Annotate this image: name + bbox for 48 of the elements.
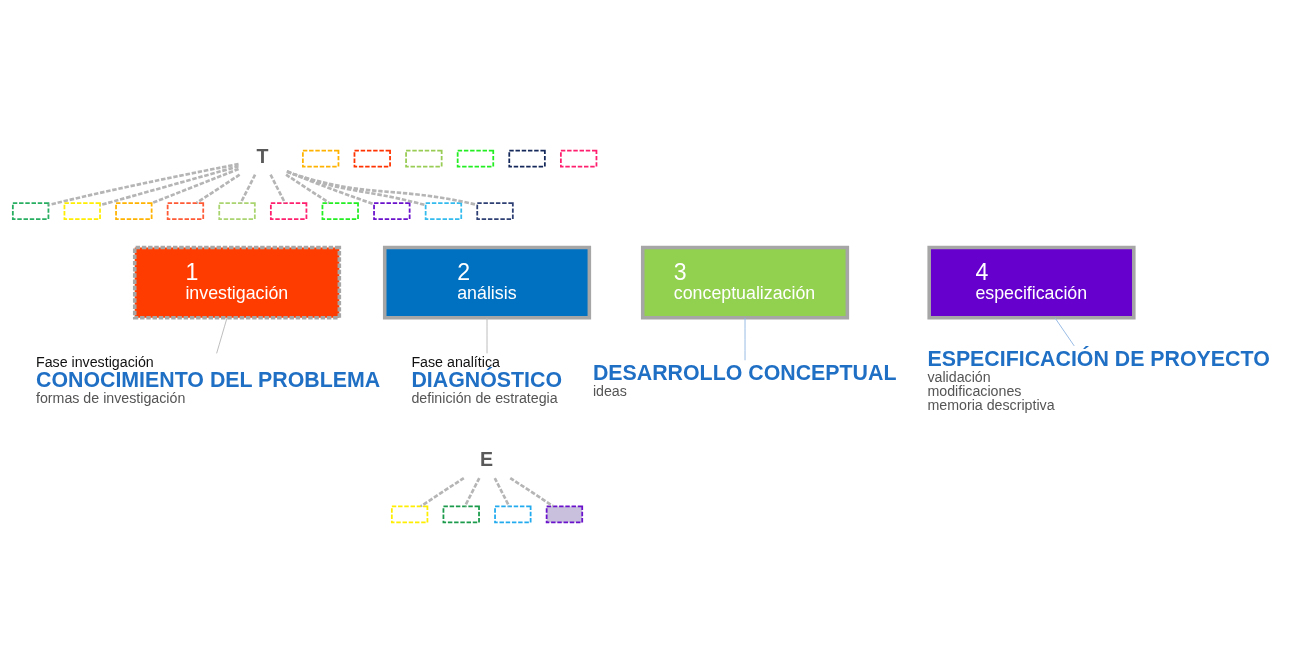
- connector: [285, 173, 330, 204]
- node-box: [218, 202, 256, 220]
- connector: [216, 317, 228, 354]
- node-text: ESPECIFICACIÓN DE PROYECTO validación modificaciones memoria descriptiva: [927, 347, 1270, 414]
- connector: [151, 167, 240, 205]
- node-box: [508, 149, 546, 168]
- connector: [463, 477, 481, 507]
- node-box: [545, 505, 584, 524]
- connector: [744, 317, 746, 361]
- node-box: [476, 202, 514, 220]
- connector: [286, 169, 375, 206]
- node-box: [390, 505, 429, 524]
- node-box: [405, 149, 443, 168]
- connector: [239, 174, 257, 204]
- node-text: DESARROLLO CONCEPTUAL ideas: [592, 361, 897, 399]
- node-text: Fase investigación CONOCIMIENTO DEL PROBLEMA formas de investigación: [35, 354, 381, 407]
- connector: [486, 317, 488, 354]
- node-box: 3 conceptualización: [640, 245, 850, 320]
- node-box: [166, 202, 205, 220]
- node-box: 4 especificación: [927, 245, 1136, 320]
- connector: [286, 170, 478, 207]
- node-box: [321, 202, 359, 220]
- node-box: [373, 202, 411, 220]
- node-box: 1 investigación: [132, 245, 342, 320]
- connector: [269, 174, 287, 204]
- node-box: [115, 202, 153, 220]
- connector: [195, 173, 241, 204]
- node-box: [494, 505, 532, 524]
- connector: [420, 476, 465, 508]
- node-box: [63, 202, 101, 220]
- node-box: [302, 149, 340, 168]
- node-box: [11, 202, 50, 220]
- node-box: [424, 202, 463, 220]
- connector: [509, 476, 555, 508]
- node-box: [269, 202, 308, 220]
- connector: [1054, 317, 1075, 347]
- node-text: Fase analítica DIAGNÓSTICO definición de estrategia: [411, 354, 563, 407]
- connector: [493, 477, 511, 507]
- node-box: [353, 149, 391, 168]
- connector: [48, 162, 239, 207]
- node-text: E: [479, 448, 493, 471]
- connector: [286, 170, 426, 207]
- connector: [99, 165, 239, 207]
- node-box: [560, 149, 598, 168]
- node-box: [442, 505, 480, 524]
- node-text: T: [256, 144, 269, 167]
- node-box: [456, 149, 495, 168]
- node-box: 2 análisis: [382, 245, 592, 320]
